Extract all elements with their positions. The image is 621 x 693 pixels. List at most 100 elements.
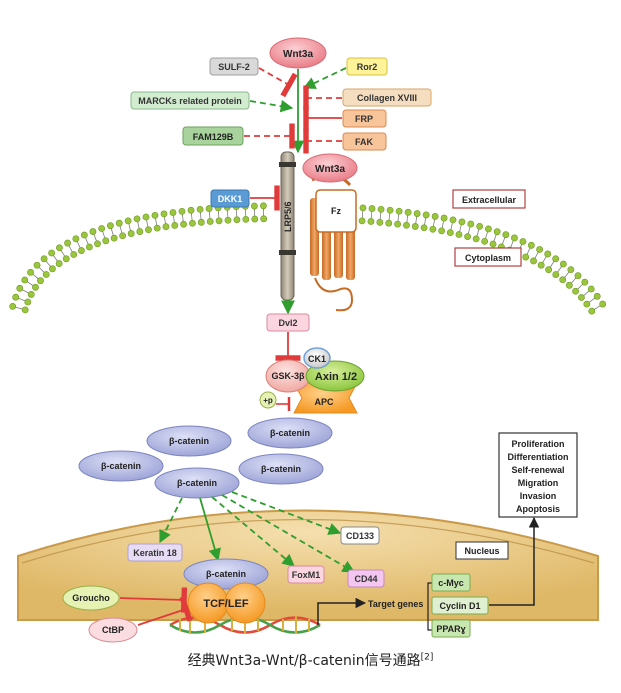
lipid-head: [574, 272, 582, 280]
lipid-head: [438, 227, 446, 235]
collagen-label: Collagen XVIII: [357, 93, 417, 103]
extracellular-label-box: Extracellular: [452, 189, 526, 209]
lipid-head: [552, 255, 560, 263]
target-genes-label: Target genes: [368, 599, 423, 609]
lipid-head: [151, 211, 159, 219]
lipid-head: [464, 233, 471, 241]
cd133-node: CD133: [340, 526, 380, 545]
lipid-head: [519, 238, 527, 245]
lipid-head: [476, 222, 484, 230]
lipid-head: [359, 204, 367, 212]
fz-label: Fz: [331, 206, 341, 216]
lipid-head: [142, 213, 150, 221]
lipid-head: [578, 294, 585, 301]
lipid-head: [21, 306, 29, 314]
lipid-head: [545, 266, 553, 274]
caption-reference: [2]: [420, 652, 434, 663]
phospho-label: +p: [263, 396, 273, 405]
lipid-head: [537, 261, 545, 269]
lipid-head: [48, 249, 56, 257]
lipid-head: [481, 237, 489, 245]
target-genes-bracket: [427, 582, 432, 631]
beta-catenin-label: β-catenin: [177, 478, 217, 488]
lipid-head: [522, 253, 530, 261]
ror2-label: Ror2: [357, 62, 378, 72]
figure-caption: 经典Wnt3a-Wnt/β-catenin信号通路[2]: [0, 650, 621, 670]
wnt3a-bound-node: [302, 153, 358, 183]
lipid-head: [260, 202, 267, 210]
modulator-connectors: [244, 67, 347, 211]
lipid-head: [206, 218, 214, 225]
lipid-head: [420, 224, 428, 232]
lipid-head: [367, 218, 375, 225]
lipid-head: [127, 230, 135, 237]
lipid-head: [260, 215, 268, 223]
lipid-head: [581, 278, 589, 286]
lipid-head: [78, 247, 85, 254]
nuclear-beta-catenin-label: β-catenin: [206, 569, 246, 579]
lipid-head: [358, 217, 366, 225]
sulf2-node: SULF-2: [209, 57, 259, 76]
lipid-head: [527, 241, 535, 249]
target-connectors: [159, 491, 356, 573]
wnt3a-bound-label: Wnt3a: [315, 164, 345, 175]
nucleus-label: Nucleus: [464, 546, 499, 556]
foxm1-label: FoxM1: [292, 570, 321, 580]
lipid-head: [160, 210, 168, 218]
cmyc-node: c-Myc: [431, 573, 471, 592]
lipid-head: [187, 206, 195, 214]
lipid-head: [162, 223, 170, 231]
lrp5-6-receptor: [279, 151, 296, 301]
lipid-head: [72, 235, 80, 243]
lipid-head: [21, 276, 29, 284]
lipid-head: [32, 283, 39, 291]
beta-catenin-pool: β-catenin β-catenin β-catenin β-catenin …: [78, 417, 333, 499]
destruction-complex: [259, 347, 365, 414]
cmyc-label: c-Myc: [438, 578, 464, 588]
tcf-lef-label: TCF/LEF: [203, 598, 248, 610]
lipid-head: [572, 287, 579, 295]
transcription-complex: [183, 558, 269, 624]
outcome-label: Invasion: [520, 491, 557, 501]
lipid-head: [205, 205, 213, 212]
lipid-head: [386, 206, 394, 214]
nuclear-beta-catenin-node: [183, 558, 269, 590]
wnt3a-ligand-label: Wnt3a: [283, 49, 313, 60]
lipid-head: [565, 281, 573, 289]
ror2-node: Ror2: [346, 57, 388, 76]
lipid-head: [24, 298, 32, 306]
lipid-head: [85, 243, 93, 251]
frp-label: FRP: [355, 114, 373, 124]
lipid-head: [215, 217, 223, 225]
outcome-label: Self-renewal: [511, 465, 564, 475]
lipid-head: [189, 219, 196, 227]
fam129b-label: FAM129B: [193, 132, 234, 142]
keratin18-node: Keratin 18: [127, 543, 183, 562]
lipid-head: [588, 307, 596, 315]
keratin18-label: Keratin 18: [133, 548, 177, 558]
outcome-label: Migration: [518, 478, 559, 488]
lipid-head: [376, 218, 384, 226]
lipid-head: [110, 234, 118, 242]
repressor-connectors: [119, 587, 193, 626]
ctbp-node: CtBP: [88, 617, 138, 643]
lipid-head: [583, 300, 591, 308]
cyclin-to-outcomes-arrow: [489, 516, 540, 606]
beta-catenin-label: β-catenin: [270, 428, 310, 438]
beta-catenin-node: [146, 425, 232, 457]
lipid-head: [593, 292, 601, 300]
lipid-head: [145, 226, 152, 234]
lipid-head: [37, 277, 44, 285]
outcomes-box: Proliferation Differentiation Self-renew…: [498, 432, 578, 518]
nucleus-label-box: Nucleus: [455, 541, 509, 560]
lipid-head: [98, 225, 106, 232]
lipid-head: [493, 228, 501, 236]
caption-text: 经典Wnt3a-Wnt/β-catenin信号通路: [187, 653, 421, 669]
lipid-head: [107, 222, 114, 230]
frp-node: FRP: [342, 109, 387, 128]
lipid-head: [411, 223, 419, 230]
lipid-head: [62, 255, 70, 263]
lipid-head: [119, 232, 127, 240]
dvl2-node: Dvl2: [266, 313, 310, 332]
beta-catenin-node: [238, 453, 324, 485]
